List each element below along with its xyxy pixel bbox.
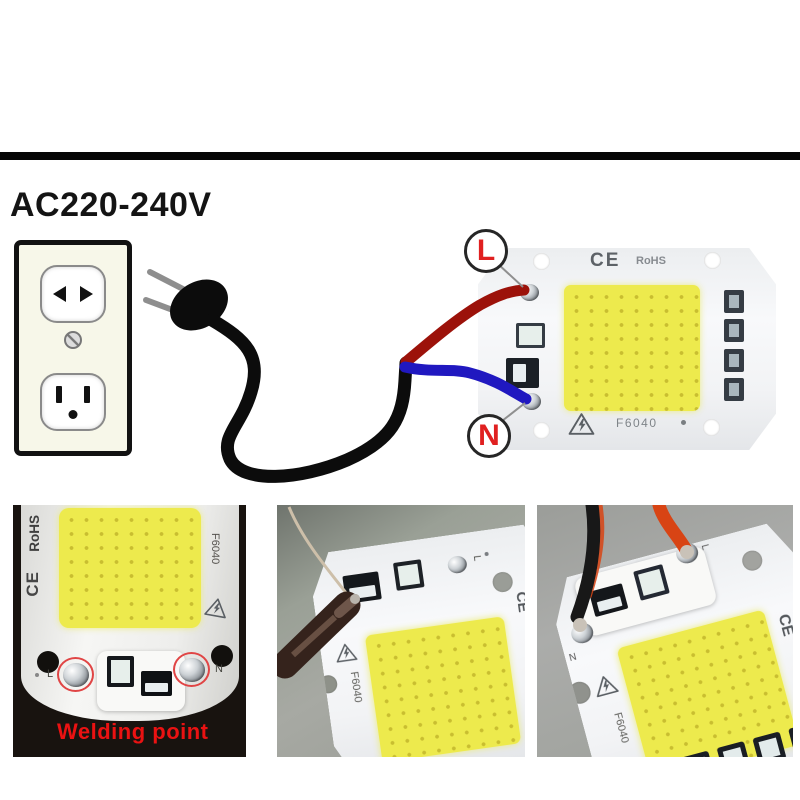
plug-prong-bottom [143,297,181,315]
ce-mark: CE [512,590,525,614]
rohs-mark: RoHS [636,255,666,267]
voltage-label: AC220-240V [10,186,212,224]
weld-ring-neutral [173,652,210,687]
outlet-socket-bottom [40,373,106,431]
mounting-hole [211,645,233,667]
pad-label-live: L [698,543,711,552]
model-label: F6040 [616,416,658,430]
model-label: F6040 [209,533,221,565]
led-emitter-area [564,285,700,411]
photo-soldering: L F6040 CE RoHS [277,505,525,757]
plug-prong-top [147,269,186,292]
chip-photo: RoHS CE F6040 L N [21,505,239,721]
power-plug [170,279,228,331]
chip-photo: L F6040 CE RoHS [307,522,525,757]
mounting-hole [566,679,593,706]
smd-component [342,571,382,604]
smd-component [141,671,172,696]
photo-welding-point: RoHS CE F6040 L N Welding point [13,505,246,757]
welding-point-caption: Welding point [57,719,209,744]
solder-pad-live [447,555,468,574]
outlet-socket-top [40,265,106,323]
pad-label-neutral: N [568,651,578,665]
pad-label-live: L [470,554,483,562]
pcb-dot [681,420,686,425]
power-outlet [14,240,132,456]
terminal-badge-live: L [464,229,508,273]
pcb-dot [35,673,39,677]
red-wire [652,505,693,557]
smd-component [393,559,425,591]
solder-pad-neutral [178,657,205,682]
outlet-screw [64,331,82,349]
warning-triangle-icon [568,413,595,435]
outlet-ground-hole [68,410,78,419]
weld-ring-live [57,657,94,692]
mounting-hole [533,422,550,439]
chip-photo: L N F6040 CE RoHS [545,518,793,757]
pad-label-live: L [47,668,54,680]
ce-mark: CE [23,571,42,597]
mounting-hole [703,419,720,436]
mounting-hole [318,674,338,694]
smd-component [516,323,545,348]
warning-triangle-icon [591,672,620,698]
smd-component [724,319,744,342]
model-label: F6040 [347,670,364,704]
outlet-slot-vertical-right [84,386,90,403]
led-emitter-area [59,508,201,628]
mounting-hole [740,548,764,572]
solder-pad-live [520,284,539,301]
top-divider [0,152,800,160]
rohs-mark: RoHS [27,515,42,552]
pad-label-neutral: N [215,663,223,675]
smd-component [724,378,744,401]
model-label: F6040 [611,711,631,745]
solder-pad-live [62,662,89,687]
mounting-hole [491,571,514,594]
warning-triangle-icon [334,641,359,664]
smd-component [724,290,744,313]
smd-component [107,656,134,687]
led-emitter-area [365,616,521,757]
warning-triangle-icon [204,598,226,619]
pcb-dot [484,552,489,557]
ce-mark: CE [774,612,793,639]
terminal-live-letter: L [476,234,496,267]
power-cable [205,313,413,483]
mounting-hole [37,651,59,673]
smd-component [724,349,744,372]
terminal-badge-neutral: N [467,414,511,458]
photo-wired-chip: L N F6040 CE RoHS [537,505,793,757]
outlet-slot-right [80,286,93,302]
smd-component [506,358,539,388]
outlet-slot-vertical-left [56,386,62,403]
outlet-slot-left [53,286,66,302]
ce-mark: CE [590,250,621,271]
led-chip-diagram: CE RoHS F6040 [478,248,776,450]
mounting-hole [704,252,721,269]
terminal-neutral-letter: N [478,419,500,452]
mounting-hole [533,253,550,270]
solder-pad-neutral [522,393,541,410]
